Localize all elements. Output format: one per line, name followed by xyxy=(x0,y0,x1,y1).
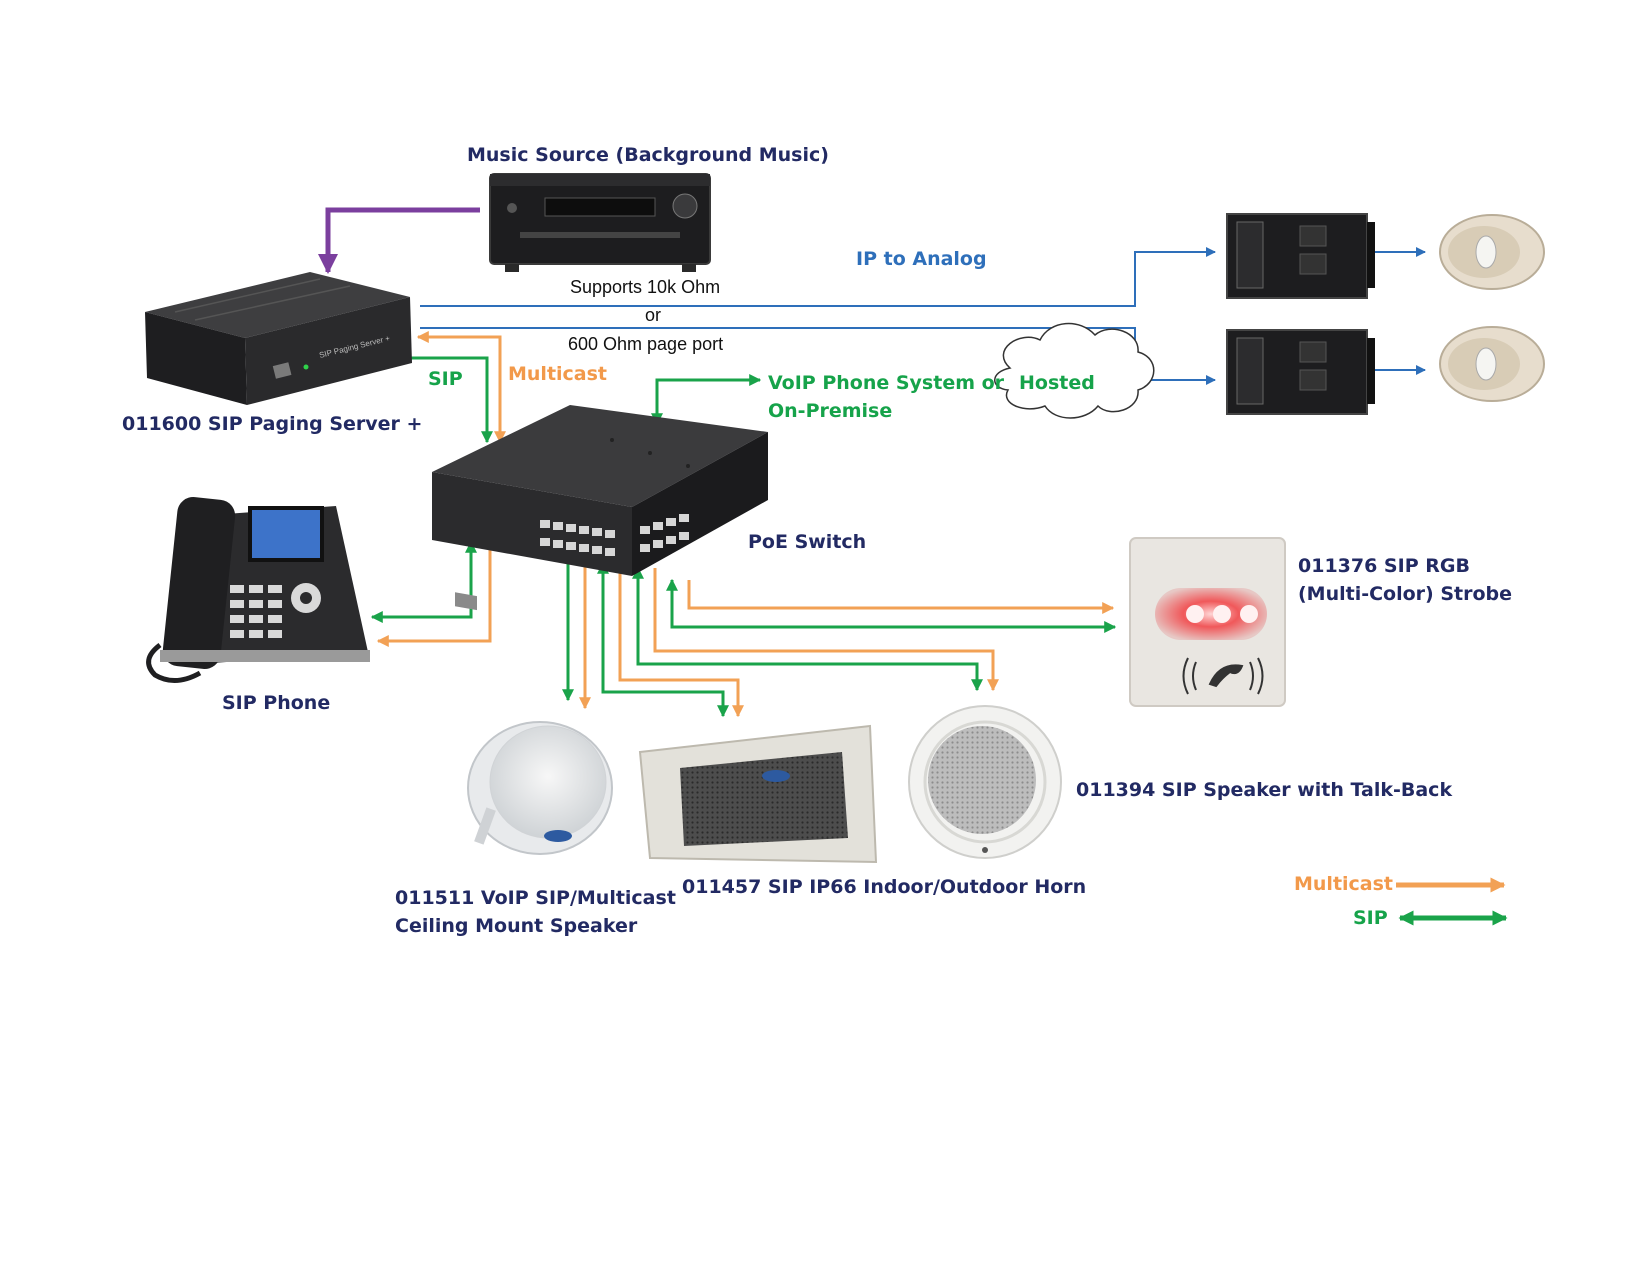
talkback-label: 011394 SIP Speaker with Talk-Back xyxy=(1076,779,1453,801)
sip-paging-server-device: SIP Paging Server + xyxy=(145,272,412,405)
ceiling-label-line-1: 011511 VoIP SIP/Multicast xyxy=(395,887,676,909)
talkback-speaker-device xyxy=(908,705,1062,859)
multicast-switch-phone xyxy=(376,542,492,647)
music-source-receiver xyxy=(489,173,711,272)
sip-switch-talkback xyxy=(632,566,983,692)
hosted-cloud-icon xyxy=(994,322,1155,419)
sip-switch-phone xyxy=(370,540,477,623)
on-premise-label: On-Premise xyxy=(768,400,893,422)
ip66-horn-device xyxy=(638,724,878,864)
analog-horn-bottom xyxy=(1439,326,1545,402)
sip-link-label: SIP xyxy=(428,368,463,390)
strobe-label-line-2: (Multi-Color) Strobe xyxy=(1298,583,1513,605)
multicast-switch-talkback xyxy=(653,568,999,692)
multicast-link-label: Multicast xyxy=(508,363,608,385)
sip-phone-device xyxy=(146,497,370,683)
supports-line-2: or xyxy=(645,305,662,325)
sip-switch-voip xyxy=(651,374,762,426)
sip-switch-strobe xyxy=(666,578,1117,633)
supports-line-3: 600 Ohm page port xyxy=(568,334,724,354)
ip-to-analog-label: IP to Analog xyxy=(856,248,987,270)
multicast-switch-strobe xyxy=(687,580,1115,614)
ceiling-speaker-device xyxy=(467,721,613,855)
poe-switch-label: PoE Switch xyxy=(748,531,867,553)
analog-horn-top xyxy=(1439,214,1545,290)
music-source-label: Music Source (Background Music) xyxy=(467,144,829,166)
multicast-server-switch xyxy=(416,331,506,444)
ip-analog-line-top xyxy=(420,247,1216,307)
sip-switch-horn xyxy=(597,561,729,718)
strobe-label-line-1: 011376 SIP RGB xyxy=(1298,555,1470,577)
analog-amplifier-bottom xyxy=(1226,329,1375,415)
music-feed-line xyxy=(318,207,480,274)
horn-label: 011457 SIP IP66 Indoor/Outdoor Horn xyxy=(682,876,1087,898)
analog-amplifier-top xyxy=(1226,213,1375,299)
sip-phone-label: SIP Phone xyxy=(222,692,331,714)
hosted-label: Hosted xyxy=(1019,372,1095,394)
legend-sip-label: SIP xyxy=(1353,907,1388,929)
supports-line-1: Supports 10k Ohm xyxy=(570,277,721,297)
paging-server-label: 011600 SIP Paging Server + xyxy=(122,413,423,435)
ceiling-label-line-2: Ceiling Mount Speaker xyxy=(395,915,638,937)
voip-system-label: VoIP Phone System or xyxy=(768,372,1005,394)
legend-multicast-label: Multicast xyxy=(1294,873,1394,895)
poe-switch-device xyxy=(432,405,768,611)
rgb-strobe-device xyxy=(1129,537,1286,707)
